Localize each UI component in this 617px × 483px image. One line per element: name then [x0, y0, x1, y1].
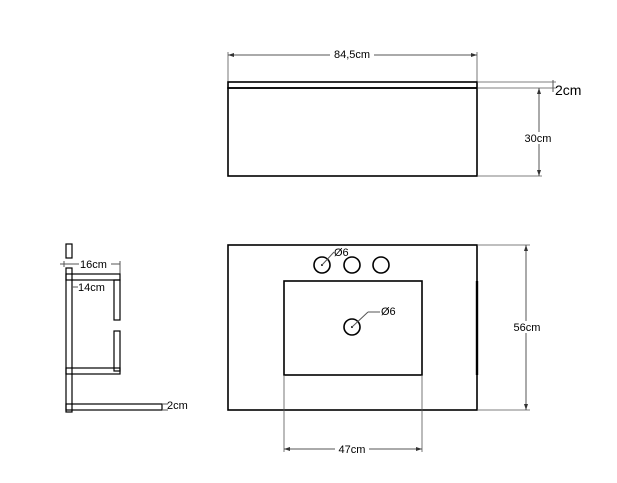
tap-hole-right [372, 256, 390, 274]
side-top-tab [65, 243, 73, 259]
side-lower-front-panel [113, 330, 121, 372]
side-top-shelf [65, 273, 121, 281]
width-arrow-right [471, 53, 477, 57]
height-arrow-bottom [537, 170, 541, 176]
front-width-label: 84,5cm [334, 49, 370, 61]
front-thickness-label: 2cm [555, 82, 581, 98]
top-view: Ø6 Ø6 56cm 47cm [227, 244, 544, 456]
tap-hole-center [343, 256, 361, 274]
side-back-panel [65, 267, 73, 413]
basin-outline [283, 280, 423, 376]
depth-arrow-bottom [524, 404, 528, 410]
basin-width-arrow-right [416, 447, 422, 451]
drain-label: Ø6 [381, 306, 396, 318]
depth-arrow-top [524, 245, 528, 251]
side-16-label-bg [79, 258, 111, 270]
height-label-bg [522, 132, 556, 144]
side-14-label-bg [78, 281, 110, 293]
countertop-slab [227, 81, 478, 89]
height-arrow-top [537, 88, 541, 94]
basin-width-label: 47cm [339, 444, 366, 456]
side-upper-front-panel [113, 279, 121, 321]
drain-hole [343, 318, 361, 336]
tap-hole-label: Ø6 [334, 247, 349, 259]
basin-width-label-bg [335, 443, 369, 455]
depth-label: 56cm [514, 322, 541, 334]
side-16-label: 16cm [80, 259, 107, 271]
width-label-bg [330, 48, 374, 60]
front-view: 84,5cm 2cm 30cm [227, 48, 581, 177]
basin-width-arrow-left [284, 447, 290, 451]
side-view: 16cm 14cm 2cm [60, 243, 188, 413]
tap-hole-left [313, 256, 331, 274]
drain-leader [351, 311, 369, 328]
cabinet-body [227, 87, 478, 177]
side-14-label: 14cm [78, 282, 105, 294]
front-height-label: 30cm [525, 133, 552, 145]
side-bottom-label: 2cm [167, 400, 188, 412]
side-bottom-shelf [65, 403, 163, 411]
side-middle-shelf [65, 367, 121, 375]
width-arrow-left [228, 53, 234, 57]
depth-label-bg [510, 321, 544, 333]
tap-hole-leader [321, 251, 335, 266]
